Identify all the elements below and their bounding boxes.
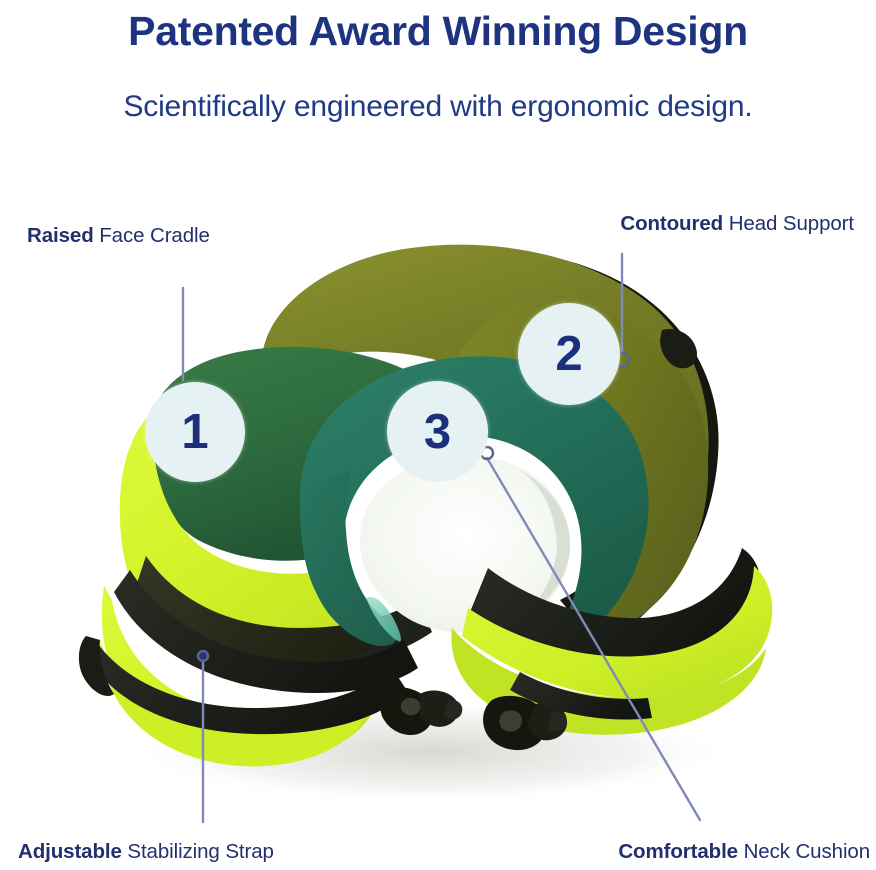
callout-comfortable-neck-cushion-keyword: Comfortable <box>618 840 738 863</box>
pillow-right-arm <box>470 548 761 660</box>
callout-adjustable-stabilizing-strap-rest: Stabilizing Strap <box>121 840 274 863</box>
callout-comfortable-neck-cushion: Comfortable Neck Cushion <box>618 840 870 864</box>
strap-left-tab <box>78 636 114 697</box>
callout-raised-face-cradle: Raised Face Cradle <box>27 224 210 248</box>
strap-right <box>510 672 652 720</box>
marker-2-number: 2 <box>555 327 583 381</box>
marker-1-number: 1 <box>181 405 209 459</box>
callout-adjustable-stabilizing-strap: Adjustable Stabilizing Strap <box>18 840 274 864</box>
callout-contoured-head-support-keyword: Contoured <box>620 212 724 235</box>
callout-raised-face-cradle-rest: Face Cradle <box>93 224 210 247</box>
pillow-left-arm-lower <box>100 640 371 767</box>
marker-3: 3 <box>387 381 488 482</box>
pillow-right-arm-chartreuse <box>462 566 773 699</box>
strap-left-upper <box>114 570 418 694</box>
strap-tab-top-right <box>660 328 698 369</box>
leader-lines <box>181 252 702 824</box>
page-subtitle: Scientifically engineered with ergonomic… <box>123 90 753 123</box>
callout-contoured-head-support-rest: Head Support <box>723 212 854 235</box>
callout-contoured-head-support: Contoured Head Support <box>620 212 854 236</box>
callout-adjustable-stabilizing-strap-keyword: Adjustable <box>18 840 122 863</box>
marker-1: 1 <box>145 382 245 482</box>
leader-line-comfortable-neck-cushion <box>485 456 702 822</box>
callout-raised-face-cradle-keyword: Raised <box>27 224 94 247</box>
leader-dot-adjustable-stabilizing-strap <box>196 649 210 663</box>
marker-3-number: 3 <box>423 404 452 459</box>
pillow-mint-highlight <box>366 597 401 642</box>
strap-left-lower <box>90 644 408 735</box>
page-title: Patented Award Winning Design <box>128 8 748 54</box>
pillow-teal-tail <box>301 470 397 646</box>
marker-2: 2 <box>518 303 620 405</box>
buckle-right <box>483 695 568 751</box>
callout-comfortable-neck-cushion-rest: Neck Cushion <box>737 840 871 863</box>
pillow-teal-inner-cushion <box>299 356 649 650</box>
buckle-left <box>380 687 463 736</box>
leader-line-endpoints <box>196 351 631 663</box>
